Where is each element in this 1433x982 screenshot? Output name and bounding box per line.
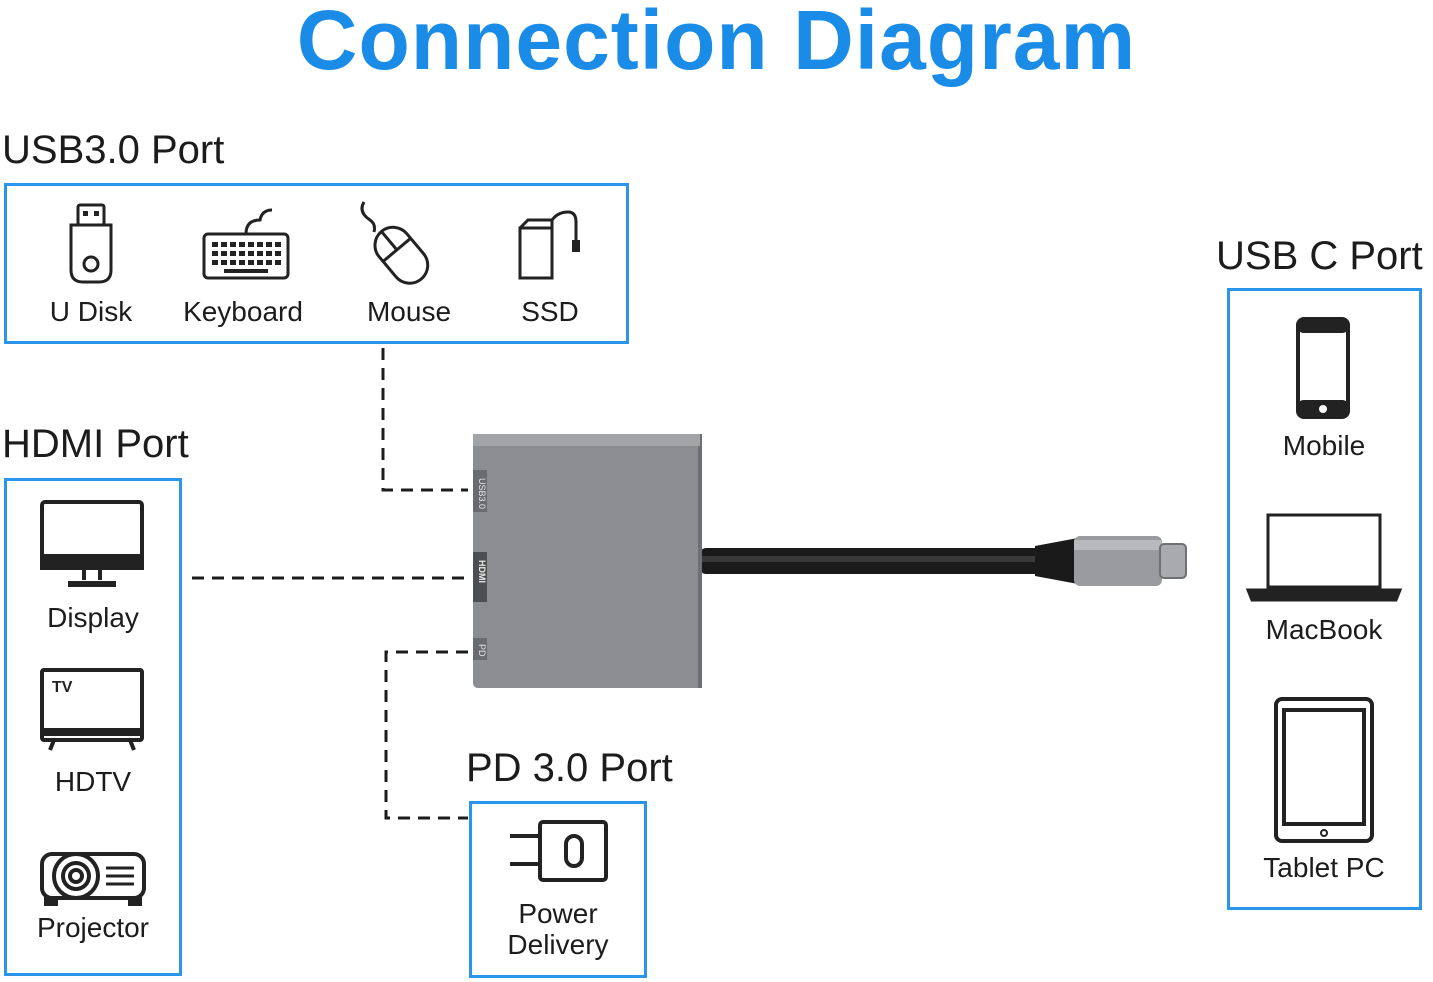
hub-port-label-usb3: USB3.0 [477, 478, 487, 509]
usbc-item-label-mobile: Mobile [1282, 430, 1366, 461]
usb3-connector-line [381, 348, 468, 492]
svg-text:TV: TV [52, 679, 73, 696]
usb3-item-label-mouse: Mouse [366, 296, 452, 327]
tv-icon: TV [38, 666, 146, 756]
usbc-item-label-tablet-pc: Tablet PC [1263, 852, 1385, 883]
pd-device-box [469, 801, 647, 978]
hub-port-label-hdmi: HDMI [477, 560, 487, 583]
pd-connector-line [384, 650, 468, 820]
usb3-device-box [4, 183, 629, 344]
page-title: Connection Diagram [296, 0, 1137, 87]
usb-c-cable [700, 536, 1187, 586]
laptop-icon [1246, 512, 1402, 604]
usb3-item-label-keyboard: Keyboard [183, 296, 303, 327]
usbc-item-label-macbook: MacBook [1265, 614, 1383, 645]
keyboard-icon [200, 206, 292, 282]
hdmi-port-label: HDMI Port [2, 422, 189, 466]
pd-item-label-power-delivery: Power Delivery [507, 898, 609, 960]
usb-drive-icon [62, 202, 120, 286]
pd-port-label: PD 3.0 Port [466, 746, 673, 790]
usb3-port-label: USB3.0 Port [2, 128, 225, 172]
tablet-icon [1272, 696, 1376, 844]
hdmi-item-label-display: Display [47, 602, 139, 633]
usbc-port-label: USB C Port [1216, 234, 1423, 278]
usb3-item-label-ssd: SSD [521, 296, 579, 327]
ssd-icon [512, 206, 590, 284]
projector-icon [38, 842, 148, 908]
power-plug-icon [506, 818, 610, 884]
hub-body [473, 434, 702, 688]
hdmi-item-label-projector: Projector [36, 912, 150, 943]
hdmi-device-box [4, 478, 182, 976]
usb3-item-label-udisk: U Disk [49, 296, 133, 327]
monitor-icon [38, 498, 146, 592]
hub-port-labels: USB3.0 HDMI PD [477, 478, 487, 657]
phone-icon [1294, 316, 1352, 420]
mouse-icon [356, 198, 440, 290]
hub-port-label-pd: PD [477, 644, 487, 657]
hdmi-item-label-hdtv: HDTV [54, 766, 132, 797]
